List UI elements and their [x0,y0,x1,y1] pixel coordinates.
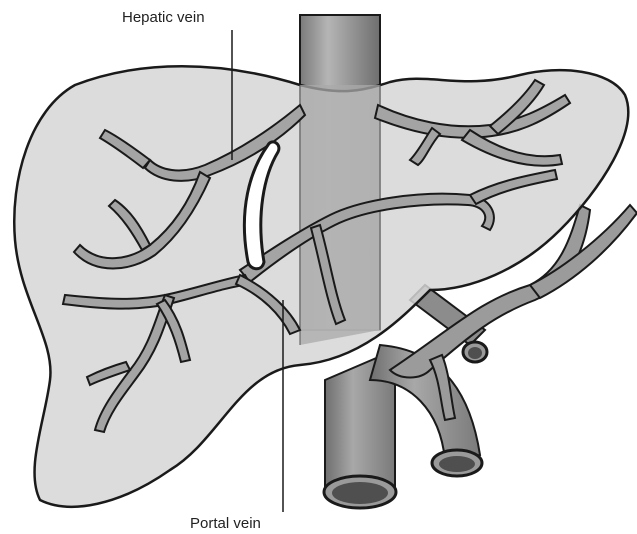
small-vessel-lumen-inner [468,347,482,359]
portal-vein-label: Portal vein [190,515,261,532]
branch-lumen-inner [439,456,475,472]
aorta-lumen-inner [332,482,388,504]
hepatic-vein-label: Hepatic vein [122,9,205,26]
